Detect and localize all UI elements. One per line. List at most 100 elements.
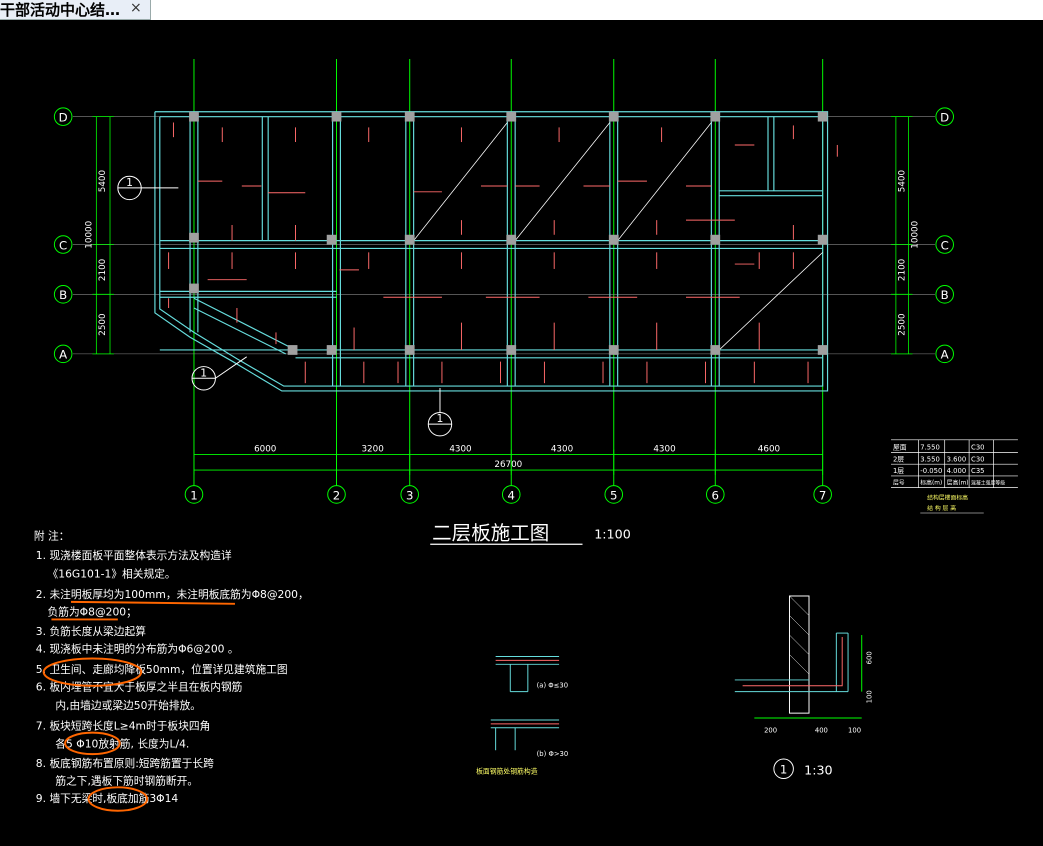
dim-10000-left: 10000 (84, 221, 94, 249)
legend-r1c3: C30 (971, 455, 984, 463)
legend-r1c1: 3.550 (920, 455, 940, 463)
dim-4300-b: 4300 (551, 445, 573, 455)
note-line-11: 各5 Φ10放射筋, 长度为L/4. (55, 737, 189, 750)
col-label-6: 6 (712, 488, 719, 502)
legend-r2c2: 4.000 (947, 467, 967, 475)
section-mark-1: 1 (126, 176, 133, 189)
detail-dim-100: 100 (848, 727, 861, 735)
note-line-4: 负筋为Φ8@200； (48, 606, 137, 619)
detail-vdim-600: 600 (865, 651, 873, 664)
legend-r2c1: -0.050 (920, 467, 942, 475)
slab-diagonals (413, 122, 823, 351)
dim-2500-right: 2500 (898, 313, 908, 335)
dim-total: 26700 (494, 460, 522, 470)
dim-4300-a: 4300 (449, 445, 471, 455)
note-line-12: 8. 板底钢筋布置原则:短跨筋置于长跨 (36, 757, 214, 770)
legend-r3c0: 层号 (893, 480, 905, 487)
col-label-3: 3 (406, 488, 413, 502)
legend-caption-1: 结构层楼面标高 (927, 493, 968, 501)
row-dimension-left (92, 116, 114, 355)
note-line-9: 内,由墙边或梁边50开始排放。 (55, 699, 201, 712)
dim-5400-right: 5400 (898, 170, 908, 192)
grid-lines-vertical (193, 59, 824, 486)
note-line-3: 2. 未注明板厚均为100mm，未注明板底筋为Φ8@200， (36, 588, 309, 601)
detail-notes: (a) Φ≤30 (b) Φ>30 (537, 682, 569, 758)
dim-4300-c: 4300 (653, 445, 675, 455)
detail-vdim-100: 100 (865, 690, 873, 703)
notes: 附 注： 1. 现浇楼面板平面整体表示方法及构造详 《16G101-1》相关规定… (34, 529, 309, 805)
col-label-4: 4 (508, 488, 515, 502)
legend-r0c0: 屋面 (893, 444, 907, 452)
legend-r3c2: 层高(m) (947, 479, 969, 487)
dim-6000: 6000 (254, 445, 276, 455)
note-line-8: 6. 板内埋管不宜大于板厚之半且在板内钢筋 (36, 681, 243, 694)
drawing-title: 二层板施工图 (432, 521, 549, 544)
legend-r2c3: C35 (971, 467, 984, 475)
dim-5400-left: 5400 (98, 170, 108, 192)
dim-2100-left: 2100 (98, 259, 108, 281)
note-line-10: 7. 板块短跨长度L≥4m时于板块四角 (36, 720, 210, 733)
dim-10000-right: 10000 (910, 221, 920, 249)
legend-r1c2: 3.600 (947, 455, 967, 463)
note-line-14: 9. 墙下无梁时,板底加筋3Φ14 (36, 792, 179, 805)
row-dimension-right (891, 116, 913, 355)
tab-bar: 干部活动中心结… × (0, 0, 1043, 20)
detail-1-drawing: 200 400 100 600 100 1 1:30 (734, 595, 873, 780)
row-dim-labels-right: 5400 10000 2100 2500 (898, 170, 921, 336)
dim-2500-left: 2500 (98, 313, 108, 335)
row-dim-labels-left: 5400 10000 2100 2500 (84, 170, 108, 336)
legend-caption-2: 结 构 层 高 (927, 504, 956, 512)
section-mark-3: 1 (437, 412, 444, 425)
drawing-scale: 1:100 (594, 526, 631, 541)
detail-rebar-a (490, 659, 560, 725)
detail-caption: 板面钢筋处钢筋构造 (476, 767, 538, 776)
note-line-6: 4. 现浇板中未注明的分布筋为Φ6@200 。 (36, 643, 239, 656)
col-label-1: 1 (190, 488, 197, 502)
legend-r3c1: 标高(m) (920, 479, 942, 487)
detail-dim-400: 400 (815, 727, 828, 735)
cad-drawing-canvas[interactable]: D C B A D C B A 5400 10000 2100 2500 (0, 20, 1043, 842)
document-tab[interactable]: 干部活动中心结… × (0, 0, 151, 20)
dim-4600: 4600 (758, 445, 780, 455)
legend-table: 屋面 7.550 C30 2层 3.550 3.600 C30 1层 -0.05… (891, 439, 1018, 514)
close-icon[interactable]: × (130, 0, 142, 16)
row-bubbles-left: D C B A (53, 107, 73, 364)
row-label-d-left: D (59, 111, 68, 125)
row-label-c-left: C (59, 238, 67, 252)
note-line-2: 《16G101-1》相关规定。 (48, 567, 176, 580)
col-label-5: 5 (610, 488, 617, 502)
note-line-7: 5. 卫生间、走廊均降板50mm，位置详见建筑施工图 (36, 663, 288, 676)
legend-r3c3: 混凝土强度等级 (971, 480, 1005, 487)
col-label-2: 2 (333, 488, 340, 502)
legend-r2c0: 1层 (893, 467, 904, 475)
highlight-marks (42, 600, 235, 812)
dim-3200: 3200 (361, 445, 383, 455)
detail-drawing-a (490, 656, 560, 751)
legend-r1c0: 2层 (893, 455, 904, 463)
row-label-d-right: D (940, 111, 949, 125)
column-bubbles: 1 2 3 4 5 6 7 (184, 485, 832, 504)
section-mark-2: 1 (200, 366, 207, 379)
walls (154, 111, 829, 392)
grid-lines-horizontal (72, 116, 935, 355)
row-label-b-right: B (941, 288, 949, 302)
section-marks: 1 1 1 (117, 175, 453, 437)
column-dim-labels: 6000 3200 4300 4300 4300 4600 26700 (254, 445, 780, 471)
column-dimension (193, 449, 824, 475)
notes-heading: 附 注： (34, 529, 70, 542)
note-line-1: 1. 现浇楼面板平面整体表示方法及构造详 (36, 549, 232, 562)
row-bubbles-right: D C B A (935, 107, 954, 364)
tab-title: 干部活动中心结… (0, 1, 121, 19)
legend-r0c1: 7.550 (920, 444, 940, 452)
detail-note-a: (a) Φ≤30 (537, 682, 568, 690)
dim-2100-right: 2100 (898, 259, 908, 281)
rebar-marks (168, 122, 838, 384)
row-label-b-left: B (59, 288, 67, 302)
columns (189, 111, 828, 355)
detail-dim-200: 200 (764, 727, 777, 735)
row-label-a-left: A (59, 348, 67, 362)
note-line-5: 3. 负筋长度从梁边起算 (36, 625, 146, 638)
row-label-c-right: C (941, 238, 949, 252)
legend-r0c3: C30 (971, 444, 984, 452)
row-label-a-right: A (941, 348, 949, 362)
